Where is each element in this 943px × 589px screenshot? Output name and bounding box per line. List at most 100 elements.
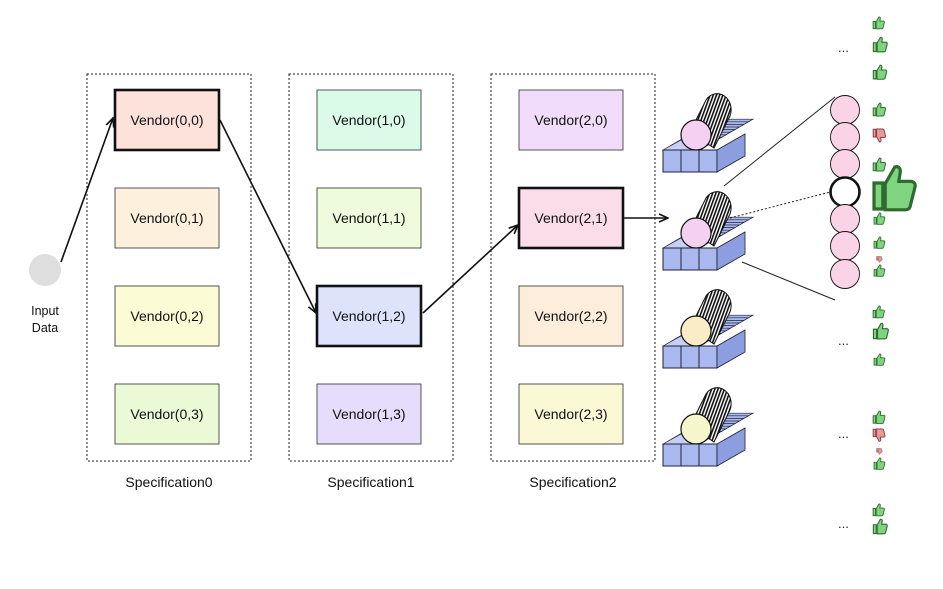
specification-label: Specification0 xyxy=(125,474,212,490)
selected-sample xyxy=(829,176,861,208)
vendor-box-1-1: Vendor(1,1) xyxy=(316,187,422,249)
vendor-box-bg xyxy=(518,89,624,151)
vendor-box-1-2: Vendor(1,2) xyxy=(315,284,423,348)
vendor-box-0-0: Vendor(0,0) xyxy=(113,88,221,152)
specification-panel-0: Specification0 Vendor(0,0) Vendor(0,1) Vend… xyxy=(86,73,252,490)
vendor-label: Vendor(2,1) xyxy=(534,210,607,226)
vendor-box-bg xyxy=(114,187,220,249)
vendor-label: Vendor(1,0) xyxy=(332,112,405,128)
roll-icon xyxy=(680,93,732,151)
vendor-box-bg xyxy=(316,383,422,445)
thumbs-down-icon xyxy=(876,256,883,263)
output-stack-2 xyxy=(661,289,755,369)
sheet-cell xyxy=(662,345,682,369)
vendor-box-0-3: Vendor(0,3) xyxy=(114,383,220,445)
output-stack-1 xyxy=(661,191,755,271)
roll-icon xyxy=(680,387,732,445)
sheet-cell xyxy=(698,149,718,173)
specification-border xyxy=(86,73,252,462)
output-stack-0 xyxy=(661,93,755,173)
sheet-cell xyxy=(680,247,700,271)
thumbs-up-icon xyxy=(872,503,885,517)
vendor-label: Vendor(1,1) xyxy=(332,210,405,226)
specification-border xyxy=(288,73,454,462)
specification-panel-1: Specification1 Vendor(1,0) Vendor(1,1) Vend… xyxy=(288,73,454,490)
sheet-cell xyxy=(662,443,682,467)
output-stack-3 xyxy=(661,387,755,467)
vendor-box-0-2: Vendor(0,2) xyxy=(114,285,220,347)
vendor-box-bg xyxy=(517,186,625,250)
output-stacks xyxy=(661,93,755,467)
thumbs-up-icon xyxy=(873,353,886,366)
vendor-label: Vendor(2,3) xyxy=(534,406,607,422)
thumbs-up-icon xyxy=(872,157,887,172)
vendor-box-bg xyxy=(114,383,220,445)
thumbs-down-icon xyxy=(872,128,887,143)
vendor-label: Vendor(2,0) xyxy=(534,112,607,128)
thumbs-up-icon xyxy=(873,236,886,249)
vendor-box-2-2: Vendor(2,2) xyxy=(518,285,624,347)
specification-panel-2: Specification2 Vendor(2,0) Vendor(2,1) Vend… xyxy=(490,73,656,490)
vendor-box-bg xyxy=(316,187,422,249)
thumbs-up-icon xyxy=(872,518,888,535)
ellipsis-1: ... xyxy=(838,40,849,55)
vendor-box-bg xyxy=(518,383,624,445)
sample-column xyxy=(829,95,861,289)
thumbs-up-icon xyxy=(873,457,886,470)
vendor-box-2-0: Vendor(2,0) xyxy=(518,89,624,151)
sheet-side xyxy=(716,329,746,369)
roll-icon xyxy=(680,191,732,249)
sheet-cell xyxy=(680,345,700,369)
sheet-cell xyxy=(698,247,718,271)
thumbs-up-icon xyxy=(872,165,917,212)
vendor-label: Vendor(0,2) xyxy=(130,308,203,324)
ellipsis-group: ... ... ... ... xyxy=(838,40,849,531)
input-label-line1: Input xyxy=(31,304,59,318)
sheet-cell xyxy=(698,345,718,369)
ellipsis-3: ... xyxy=(838,426,849,441)
arrow-vendor-0-0-to-vendor-1-2 xyxy=(219,119,316,313)
arrow-vendor-1-2-to-vendor-2-1 xyxy=(422,225,518,314)
thumbs-up-icon xyxy=(872,102,887,117)
sample-circle xyxy=(830,204,860,234)
vendor-label: Vendor(1,3) xyxy=(332,406,405,422)
sample-circle xyxy=(830,95,860,125)
ellipsis-2: ... xyxy=(838,333,849,348)
vendor-label: Vendor(0,0) xyxy=(130,112,203,128)
vendor-box-bg xyxy=(113,88,221,152)
thumbs-up-icon xyxy=(872,64,888,80)
sheet-cell xyxy=(662,247,682,271)
input-data-node xyxy=(29,254,61,286)
selection-path xyxy=(60,118,668,314)
thumbs-up-icon xyxy=(872,36,888,53)
specification-label: Specification2 xyxy=(529,474,616,490)
thumbs-up-icon xyxy=(873,264,886,277)
sheet-cell xyxy=(680,443,700,467)
thumbs-up-icon xyxy=(872,16,885,30)
sample-circle xyxy=(830,122,860,152)
specification-border xyxy=(490,73,656,462)
vendor-box-0-1: Vendor(0,1) xyxy=(114,187,220,249)
sheet-cell xyxy=(662,149,682,173)
thumbs-up-icon xyxy=(872,305,885,319)
arrow-input-to-vendor-0-0 xyxy=(60,118,113,263)
sheet-cell xyxy=(698,443,718,467)
sheet-side xyxy=(716,427,746,467)
vendor-label: Vendor(0,1) xyxy=(130,210,203,226)
specification-label: Specification1 xyxy=(327,474,414,490)
input-label-line2: Data xyxy=(32,321,58,335)
thumbs-up-icon xyxy=(873,212,886,225)
vendor-label: Vendor(2,2) xyxy=(534,308,607,324)
vendor-box-bg xyxy=(316,89,422,151)
vendor-label: Vendor(0,3) xyxy=(130,406,203,422)
vendor-box-2-3: Vendor(2,3) xyxy=(518,383,624,445)
vendor-box-bg xyxy=(114,285,220,347)
thumbs-up-icon xyxy=(872,322,889,340)
roll-icon xyxy=(680,289,732,347)
sample-circle xyxy=(830,149,860,179)
vendor-box-bg xyxy=(518,285,624,347)
sheet-side xyxy=(716,231,746,271)
feedback-icons xyxy=(872,16,917,535)
vendor-box-1-3: Vendor(1,3) xyxy=(316,383,422,445)
